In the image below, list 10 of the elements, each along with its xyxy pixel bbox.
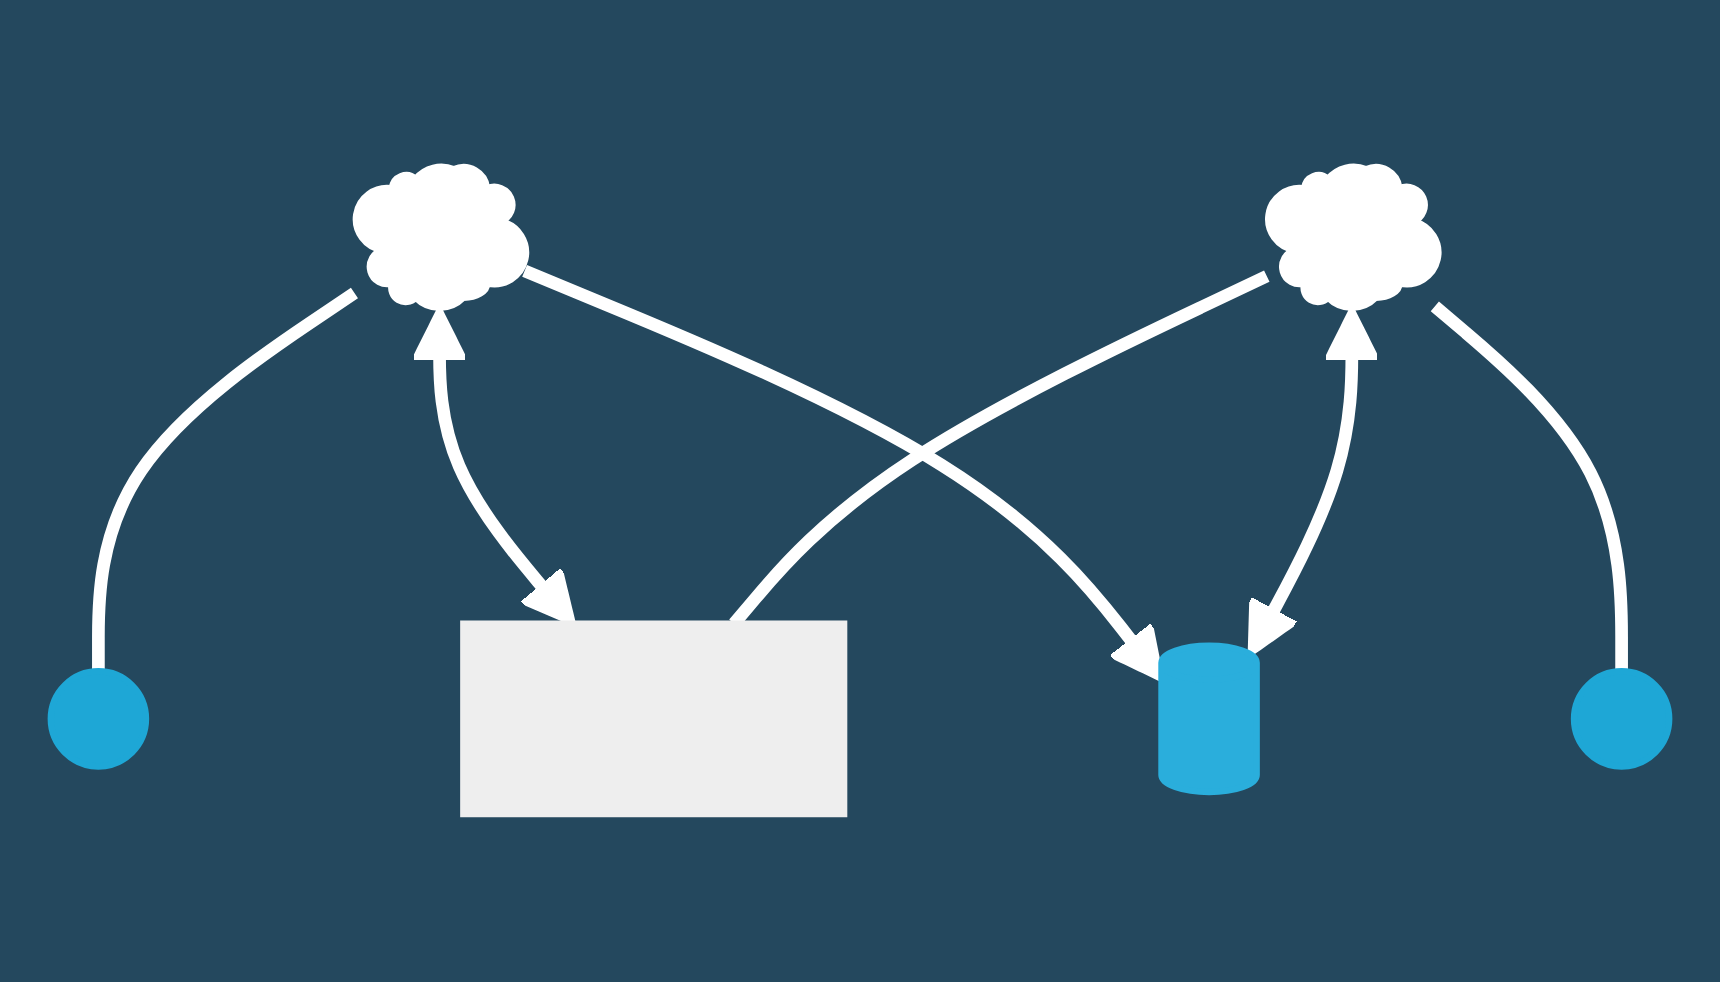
node-cloud	[1265, 164, 1442, 312]
arrow	[1247, 306, 1380, 658]
node-cloud	[352, 164, 530, 312]
node-circle	[1570, 668, 1673, 771]
arrow	[522, 265, 1164, 683]
connector	[92, 288, 358, 672]
node-box	[460, 621, 848, 818]
node-cylinder	[1158, 643, 1260, 796]
connector	[1430, 302, 1628, 672]
node-circle	[47, 668, 150, 771]
